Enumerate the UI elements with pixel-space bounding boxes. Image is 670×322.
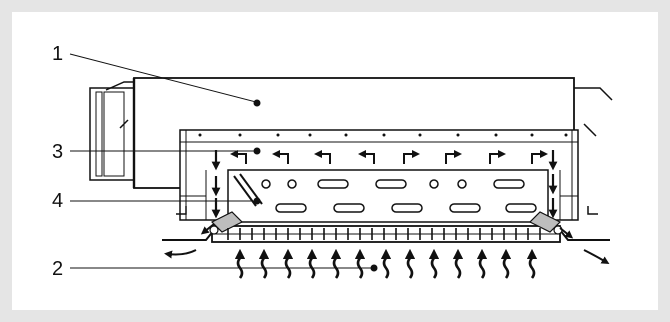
callout-label: 2 [52,258,63,280]
airflow-corner-arrow-icon [445,150,462,164]
airflow-out-curved-arrow-icon [583,249,610,265]
airflow-up-wave-arrow-icon [452,248,464,279]
airflow-intake-arrows [234,248,538,279]
callout-4: 4 [52,190,261,212]
airflow-out-arrow-icon [200,223,215,235]
airflow-corner-arrow-icon [489,150,506,164]
airflow-up-wave-arrow-icon [428,248,440,279]
callout-label: 3 [52,141,63,163]
right-louver-vane [528,211,562,233]
airflow-discharge-arrows [164,223,610,265]
airflow-out-arrow-icon [559,227,574,239]
callout-1: 1 [52,43,261,107]
airflow-up-wave-arrow-icon [258,248,270,279]
airflow-corner-arrow-icon [531,150,548,164]
heat-exchanger-panel [227,169,549,223]
callout-3: 3 [52,141,261,163]
callout-2: 2 [52,258,378,280]
airflow-corner-arrows [230,150,548,164]
callout-label: 4 [52,190,63,212]
airflow-up-wave-arrow-icon [476,248,488,279]
callout-label: 1 [52,43,63,65]
airflow-up-wave-arrow-icon [306,248,318,279]
airflow-up-wave-arrow-icon [380,248,392,279]
coil-box-rivets [198,133,568,137]
airflow-up-wave-arrow-icon [404,248,416,279]
airflow-up-wave-arrow-icon [354,248,366,279]
airflow-up-wave-arrow-icon [282,248,294,279]
bottom-grille-panel [162,206,610,243]
airflow-up-wave-arrow-icon [526,248,538,279]
airflow-corner-arrow-icon [314,150,331,164]
airflow-up-wave-arrow-icon [234,248,246,279]
airflow-corner-arrow-icon [403,150,420,164]
airflow-out-curved-arrow-icon [164,249,197,259]
airflow-corner-arrow-icon [358,150,375,164]
airflow-up-wave-arrow-icon [330,248,342,279]
airflow-corner-arrow-icon [230,150,247,164]
grille-slats [227,228,541,240]
left-louver-vane [210,211,244,233]
airflow-corner-arrow-icon [272,150,289,164]
unit-body [89,77,613,223]
airflow-up-wave-arrow-icon [500,248,512,279]
